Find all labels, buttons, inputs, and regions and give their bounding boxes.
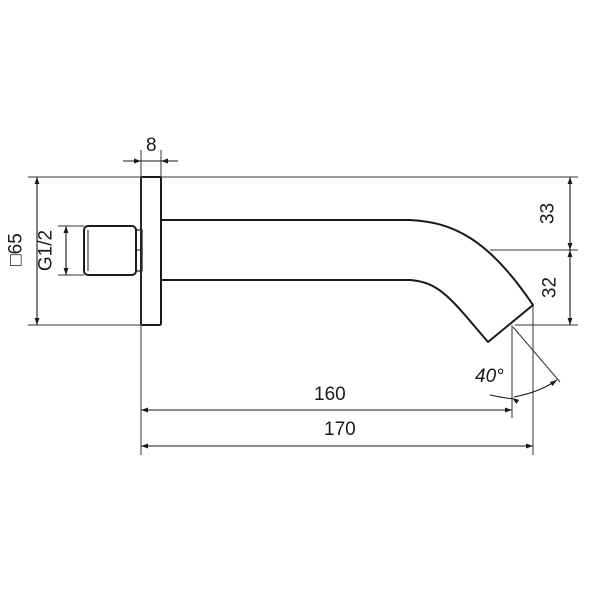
- dim-projection-inner: 160: [314, 384, 346, 405]
- dim-flange-square: □65: [5, 233, 27, 266]
- dim-flange-thickness: 8: [146, 135, 157, 156]
- spout-body: [83, 176, 534, 343]
- dim-outlet-angle: 40°: [475, 366, 504, 387]
- extension-lines: [28, 150, 578, 455]
- dim-height-upper: 33: [537, 202, 559, 225]
- dim-height-lower: 32: [539, 276, 561, 299]
- wall-flange: [140, 176, 162, 326]
- spout-pipe: [161, 219, 534, 343]
- dim-projection-total: 170: [324, 419, 356, 440]
- thread-nut: [83, 225, 137, 276]
- dimension-lines: [34, 158, 573, 449]
- dim-thread-size: G1/2: [35, 229, 57, 272]
